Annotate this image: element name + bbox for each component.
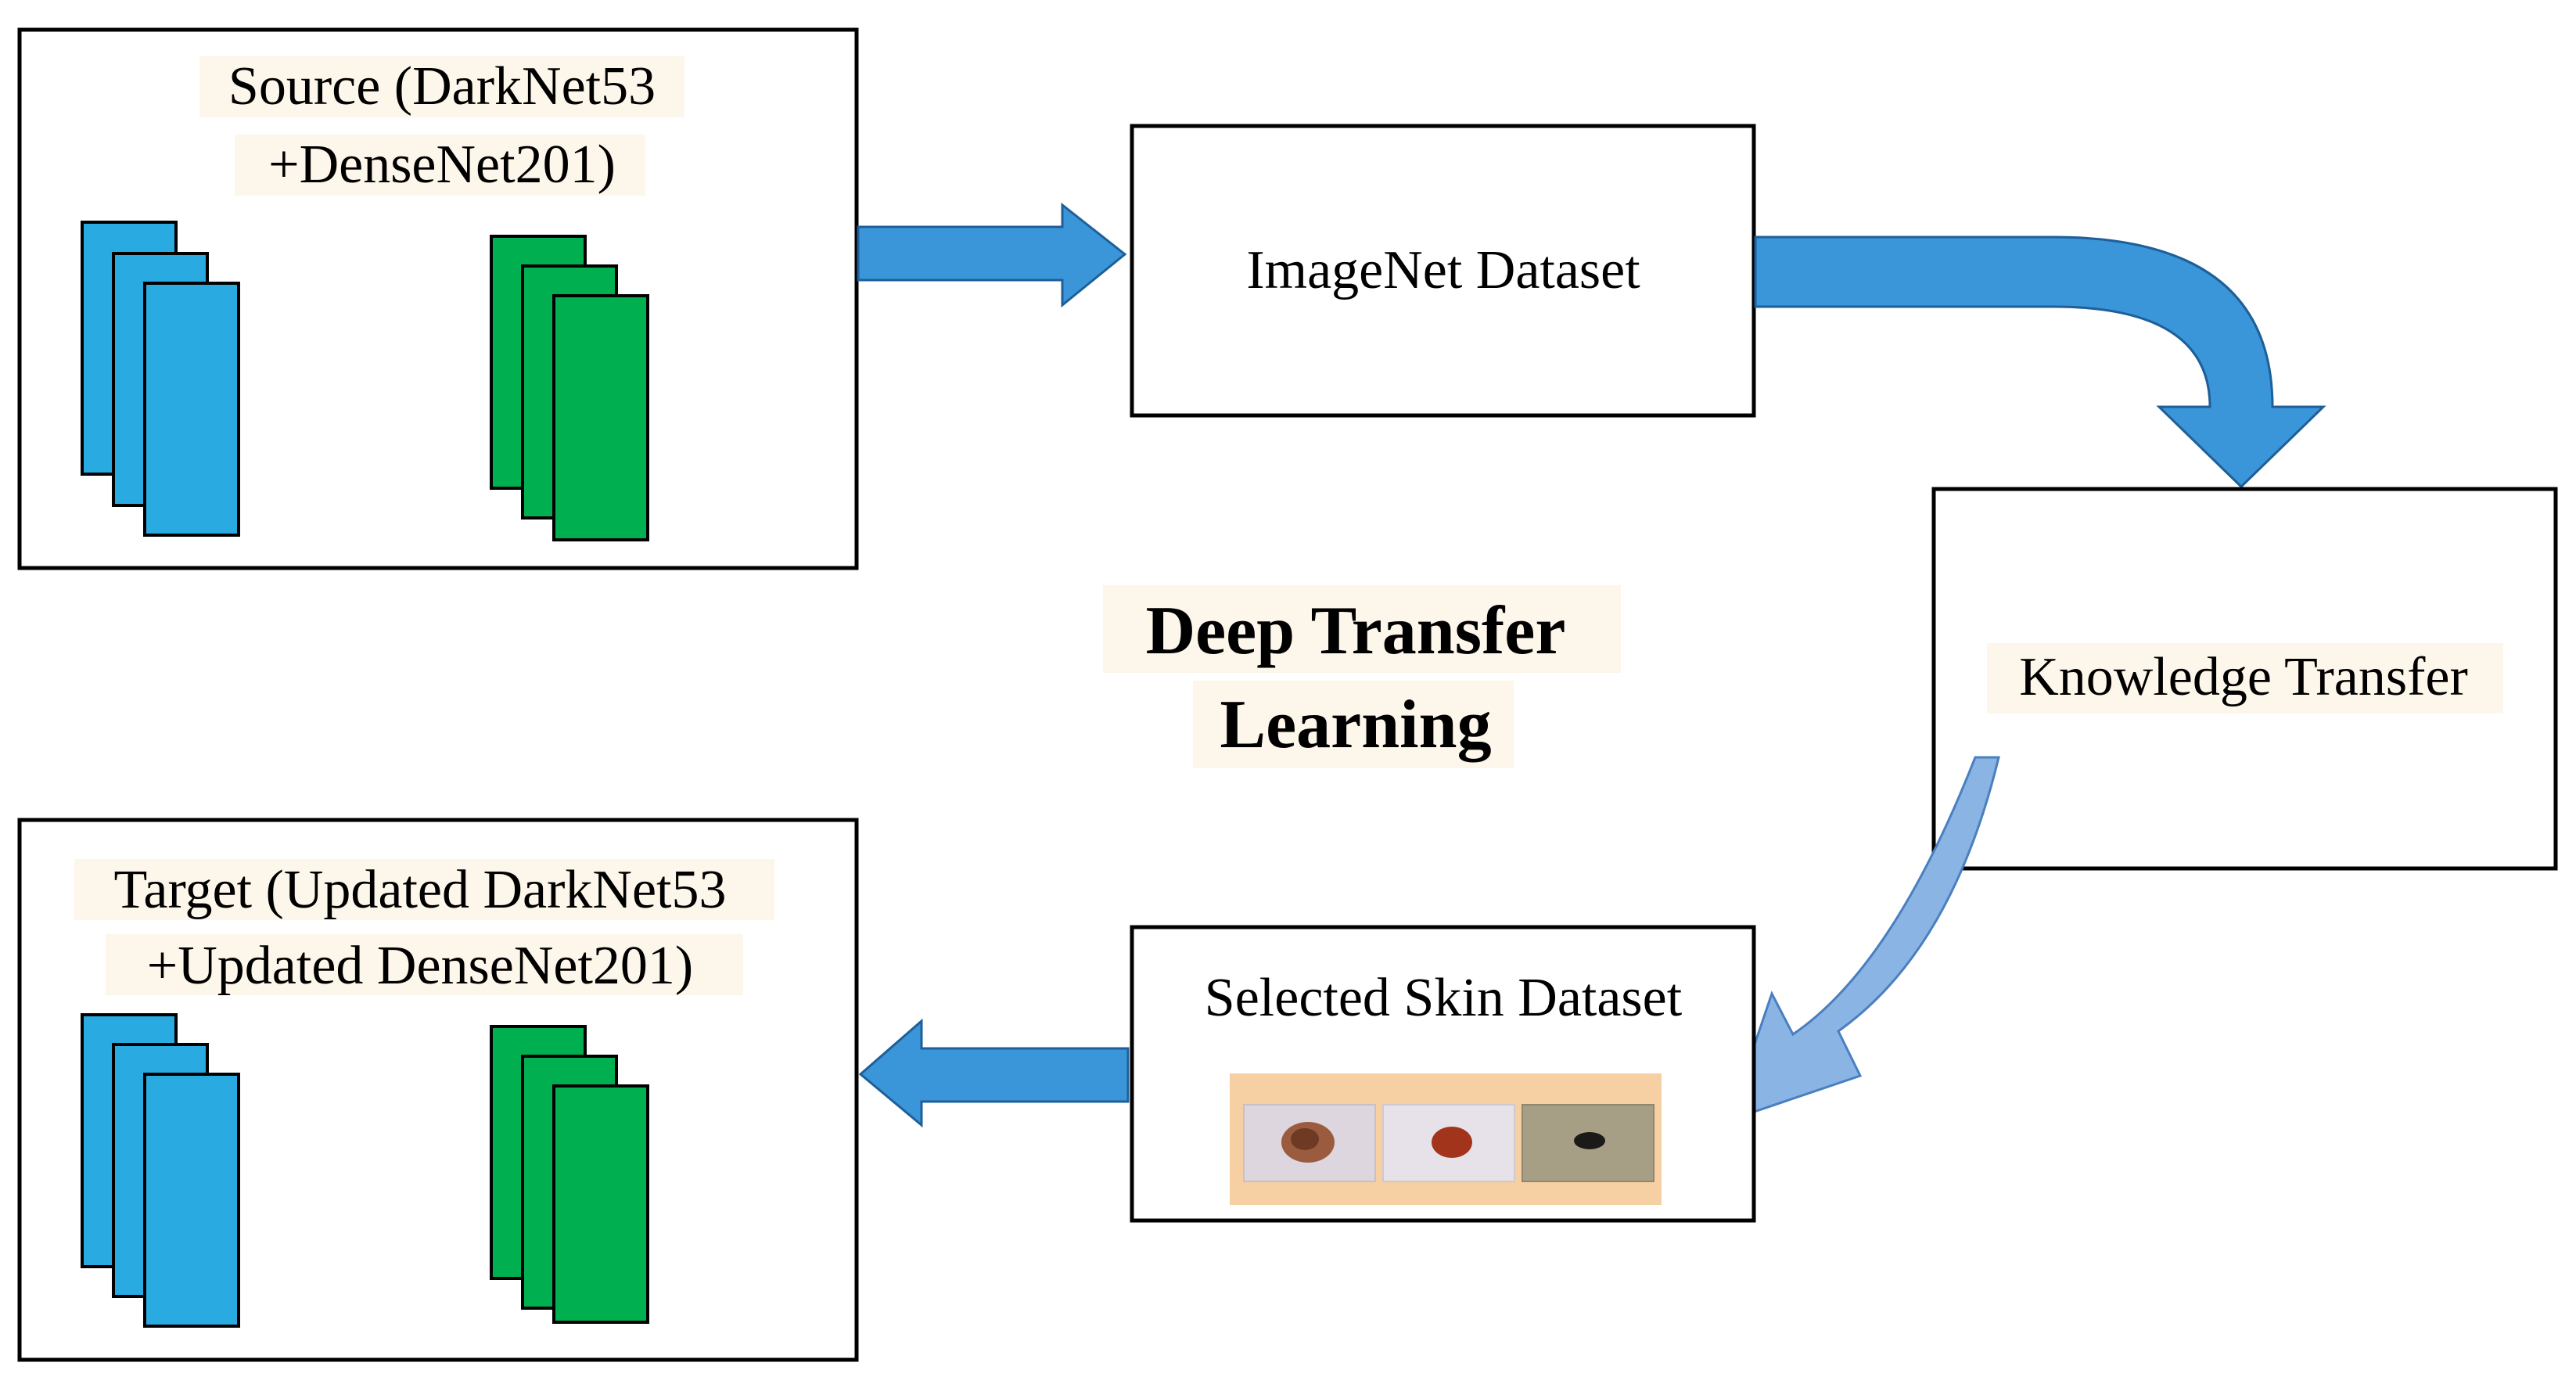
arrow-imagenet-to-knowledge [1754,235,2326,489]
knowledge-label-bg [1987,643,2503,714]
skin-dataset-box: Selected Skin Dataset [1130,925,1756,1223]
source-box: Source (DarkNet53 +DenseNet201) [17,27,859,570]
target-densenet-layer-stack [490,1025,649,1324]
imagenet-label: ImageNet Dataset [1246,240,1640,300]
arrow-knowledge-to-skin [1726,756,2000,1123]
center-title-bg-2 [1193,681,1514,768]
target-title-line2: +Updated DenseNet201) [147,936,693,996]
lesion-mark [1574,1132,1605,1149]
source-title-bg [199,56,684,117]
center-title: Deep Transfer Learning [1103,585,1621,768]
knowledge-label: Knowledge Transfer [2019,647,2468,707]
source-densenet-layer-stack [490,235,649,541]
target-title-bg [74,859,774,920]
arrow-skin-to-target [858,1018,1130,1128]
target-title-bg-2 [106,934,743,995]
target-box: Target (Updated DarkNet53 +Updated Dense… [17,818,859,1362]
source-title-line1: Source (DarkNet53 [228,56,656,117]
source-title-bg-2 [235,135,645,196]
skin-thumbnail-strip [1230,1073,1662,1205]
target-title-line1: Target (Updated DarkNet53 [114,860,727,920]
arrow-source-to-imagenet [857,202,1127,308]
layer-block [143,282,240,537]
source-title-line2: +DenseNet201) [268,135,616,195]
layer-block [552,294,649,541]
center-title-line2: Learning [1220,687,1491,763]
layer-block [143,1073,240,1328]
center-title-bg [1103,585,1621,673]
imagenet-box: ImageNet Dataset [1130,124,1756,418]
center-title-line1: Deep Transfer [1146,593,1566,669]
target-darknet-layer-stack [81,1013,240,1328]
knowledge-transfer-box: Knowledge Transfer [1931,487,2558,871]
skin-label: Selected Skin Dataset [1205,968,1683,1028]
lesion-mark [1432,1127,1472,1158]
layer-block [552,1084,649,1324]
source-darknet-layer-stack [81,221,240,537]
